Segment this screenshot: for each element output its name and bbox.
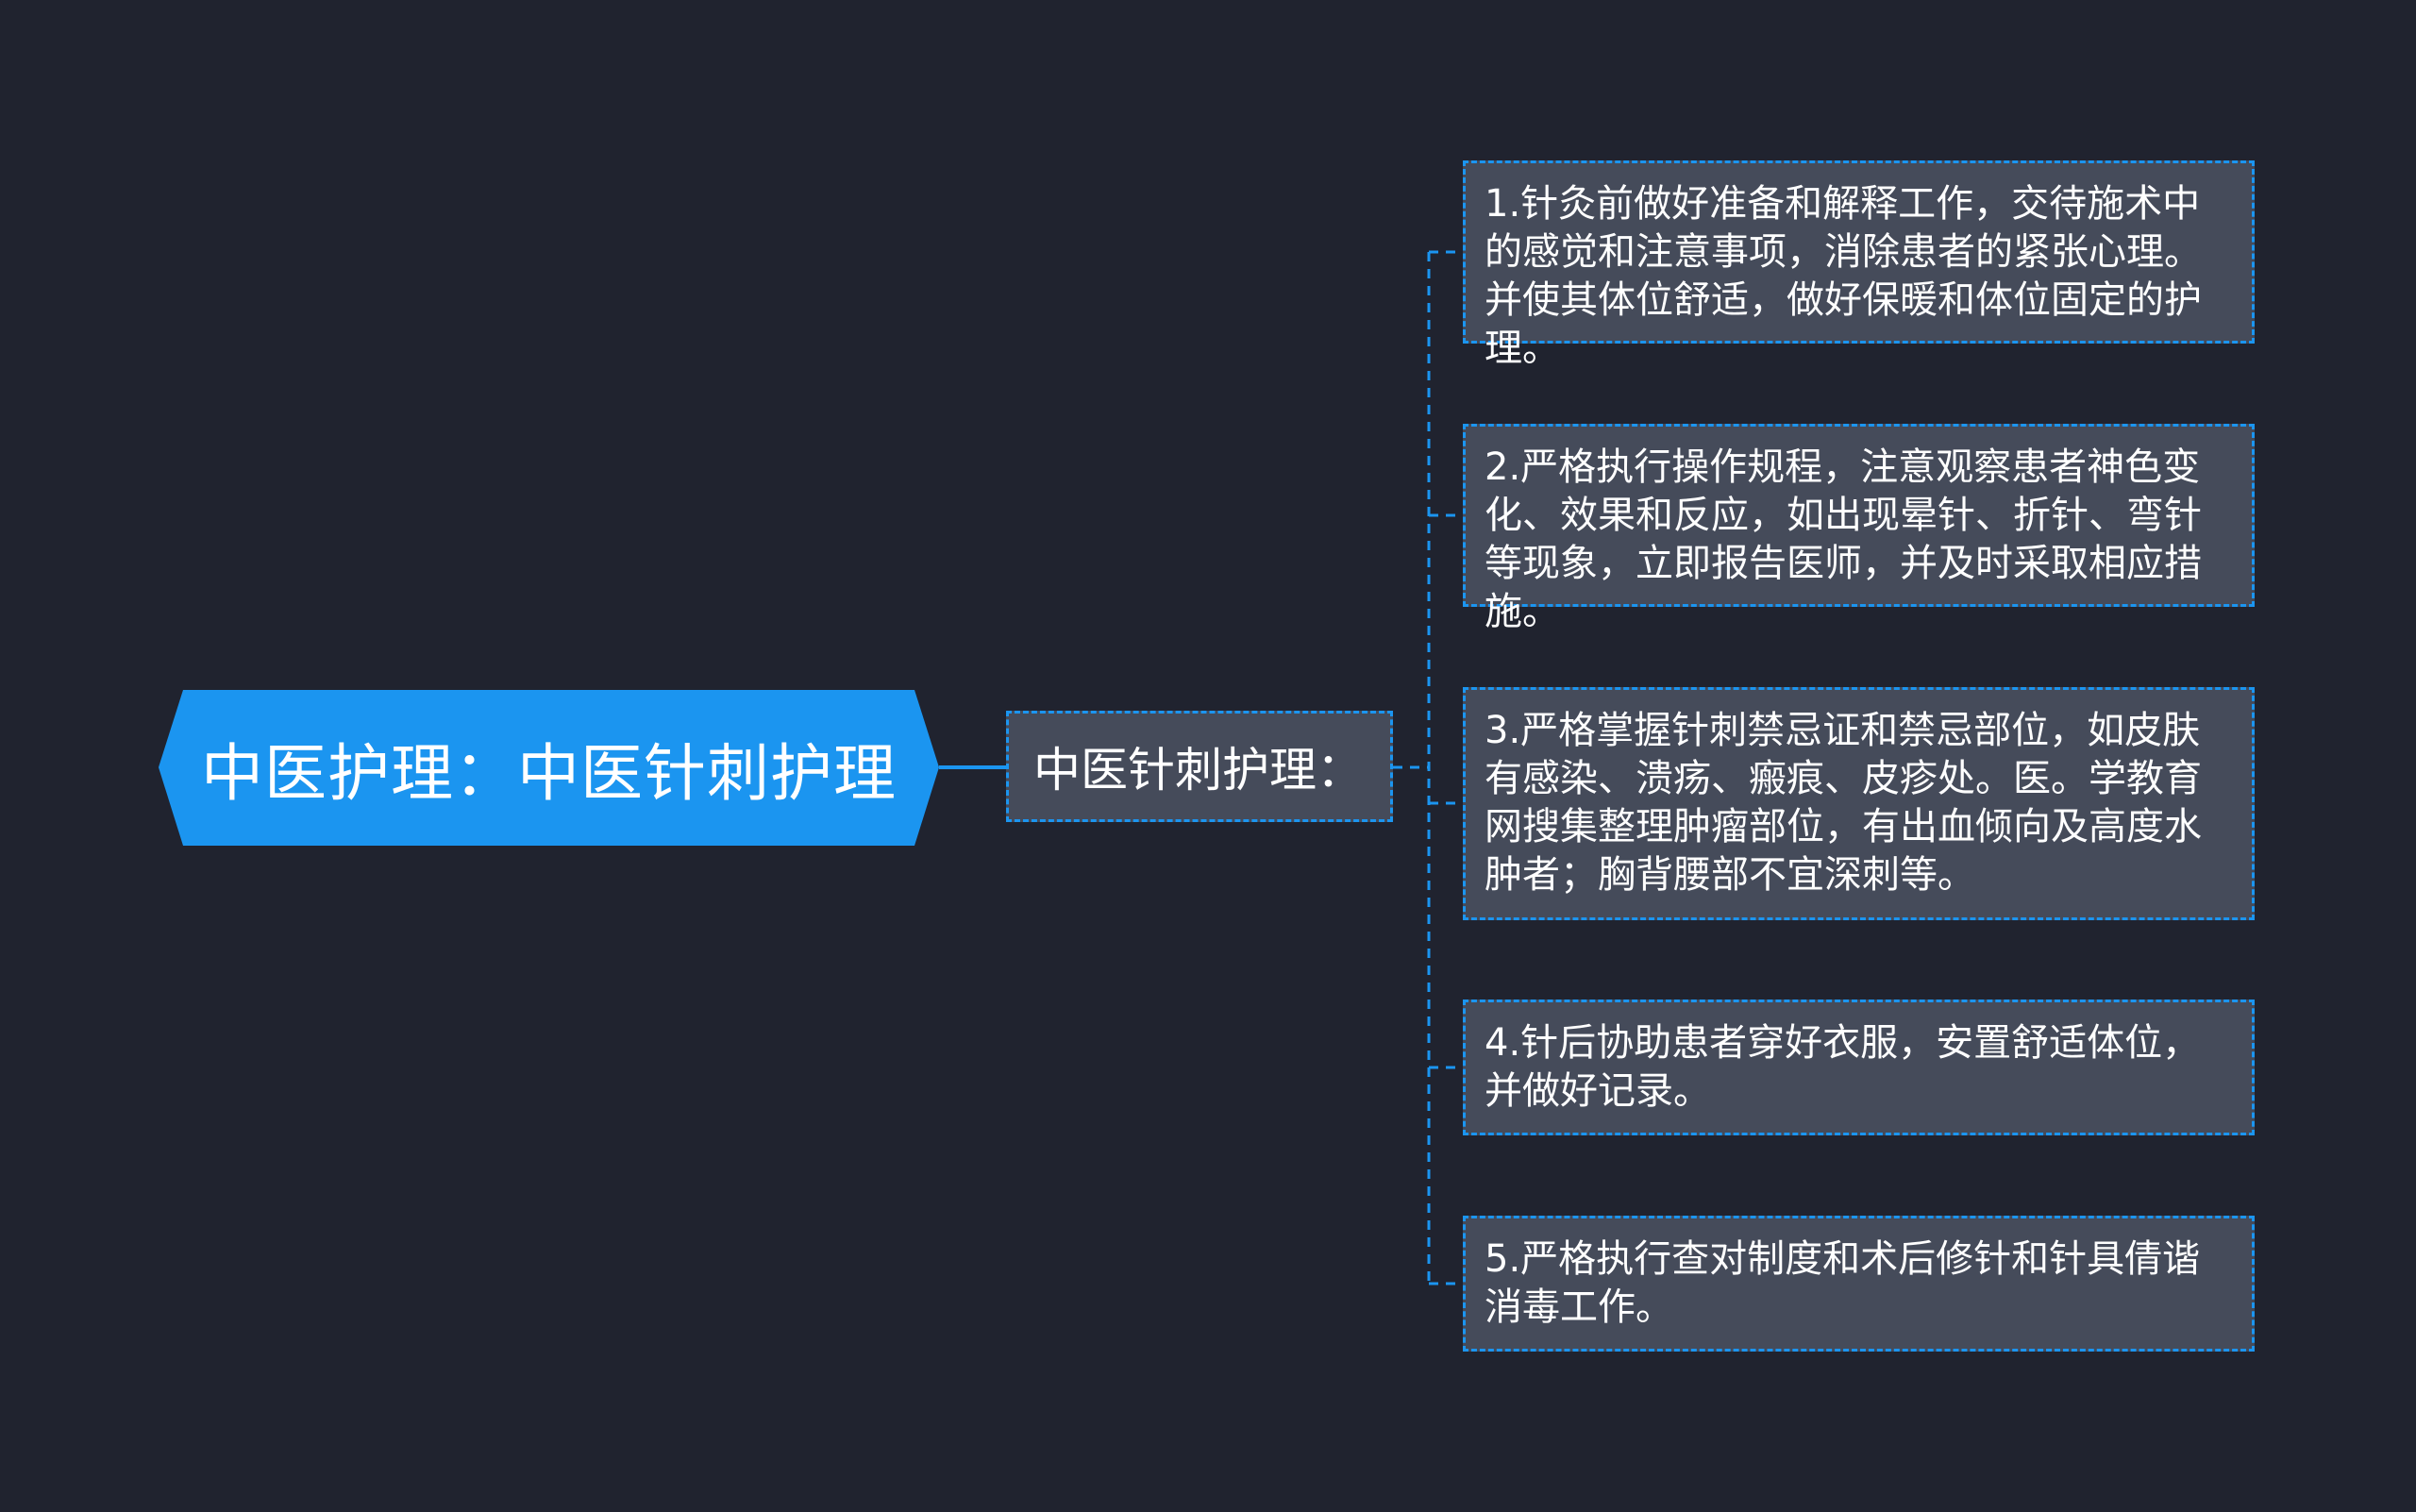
leaf-node-text: 1.针灸前做好准备和解释工作，交待施术中的感觉和注意事项，消除患者的紧张心理。并… xyxy=(1485,182,2202,370)
leaf-node-text: 4.针后协助患者穿好衣服，安置舒适体位，并做好记录。 xyxy=(1485,1021,2201,1113)
leaf-node-text: 5.严格执行查对制度和术后修针和针具倩谐消毒工作。 xyxy=(1485,1237,2201,1329)
leaf-node-text: 2.严格执行操作规程，注意观察患者神色变化、效果和反应，如出现晕针、折针、弯针等… xyxy=(1485,445,2202,633)
leaf-node-2[interactable]: 2.严格执行操作规程，注意观察患者神色变化、效果和反应，如出现晕针、折针、弯针等… xyxy=(1463,424,2255,633)
leaf-node-text: 3.严格掌握针刺禁忌证和禁忌部位，如皮肤有感染、溃疡、瘢痕、皮疹处。医。学教育网… xyxy=(1485,709,2202,897)
leaf-node-1[interactable]: 1.针灸前做好准备和解释工作，交待施术中的感觉和注意事项，消除患者的紧张心理。并… xyxy=(1463,160,2255,370)
leaf-node-3[interactable]: 3.严格掌握针刺禁忌证和禁忌部位，如皮肤有感染、溃疡、瘢痕、皮疹处。医。学教育网… xyxy=(1463,687,2255,920)
branch-topic-node[interactable]: 中医针刺护理： xyxy=(1006,711,1393,822)
root-topic-node[interactable]: 中医护理：中医针刺护理 xyxy=(159,690,939,846)
root-topic-label: 中医护理：中医针刺护理 xyxy=(201,736,897,810)
branch-topic-label: 中医针刺护理： xyxy=(1033,743,1364,798)
leaf-node-5[interactable]: 5.严格执行查对制度和术后修针和针具倩谐消毒工作。 xyxy=(1463,1216,2255,1352)
leaf-node-4[interactable]: 4.针后协助患者穿好衣服，安置舒适体位，并做好记录。 xyxy=(1463,1000,2255,1135)
